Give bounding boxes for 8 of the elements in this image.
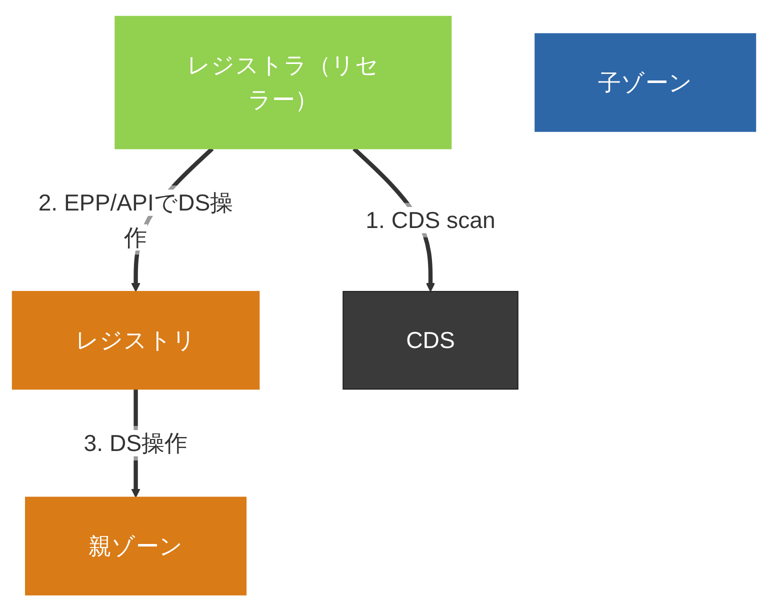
edge-label: 2. EPP/APIでDS操作 [38,190,234,251]
edge-label: 3. DS操作 [84,430,188,457]
node-box: 親ゾーン [25,497,247,596]
node-box: レジストリ [12,291,260,390]
node-box: レジストラ（リセラー） [114,16,452,150]
node-box: 子ゾーン [534,34,756,132]
node-box: CDS [342,291,518,390]
edge-label: 1. CDS scan [366,207,496,234]
